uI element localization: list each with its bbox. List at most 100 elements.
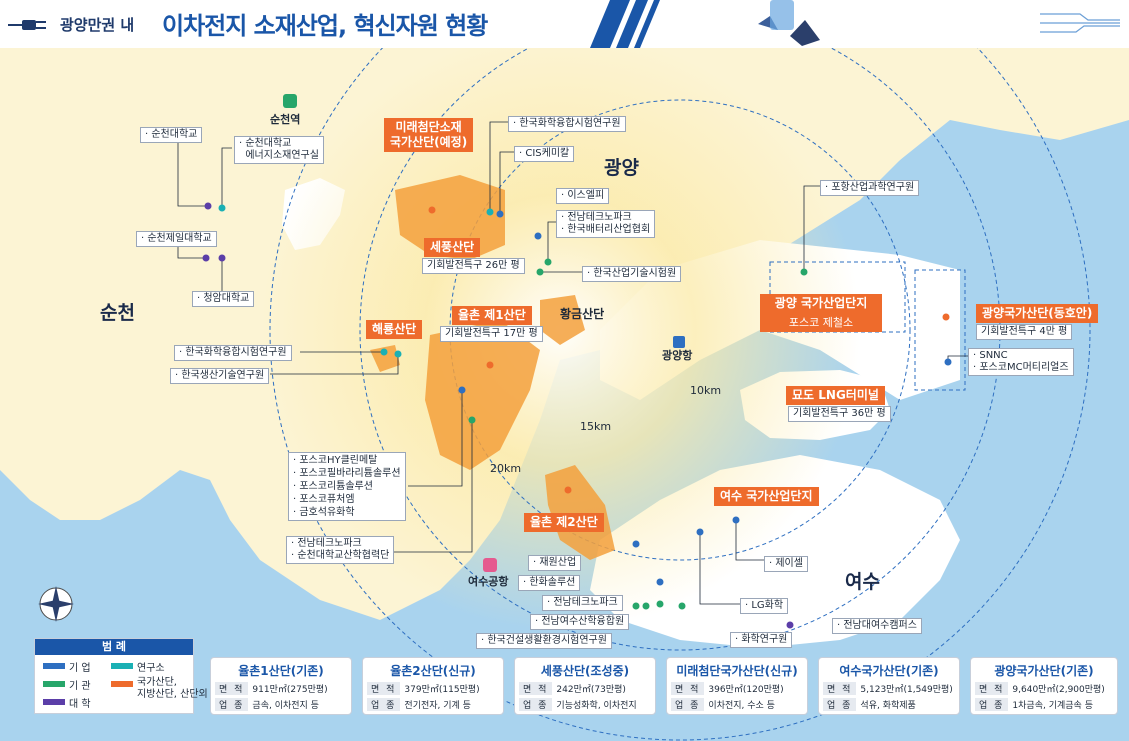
label-dongho-complex: 광양국가산단(동호안) [976, 304, 1099, 323]
marker-research-suncheon [218, 204, 226, 212]
leader-jntp2 [392, 420, 473, 553]
marker-company-lgchem [696, 528, 704, 536]
marker-company-mirae [428, 206, 436, 214]
label-myodo-lng: 묘도 LNG터미널 [786, 386, 885, 405]
legend-swatch-institute [43, 681, 65, 687]
marker-company-yulchon2 [564, 486, 572, 494]
legend-institute: 기 관 [69, 681, 91, 692]
complex-dongho [914, 269, 966, 391]
industry-value: 석유, 화학제품 [860, 701, 916, 711]
area-value: 242만㎡(73만평) [556, 685, 626, 695]
industry-value: 금속, 이차전지 등 [252, 701, 319, 711]
leader-suncheon-univ [177, 134, 208, 207]
area-value: 5,123만㎡(1,549만평) [860, 685, 953, 695]
place-suncheon-station: 순천역 [270, 113, 301, 126]
area-value: 9,640만㎡(2,900만평) [1012, 685, 1105, 695]
train-station-icon [283, 94, 297, 108]
legend-research: 연구소 [137, 663, 165, 674]
leader-lgchem [699, 532, 740, 605]
leader-posco-list [408, 390, 463, 487]
circuit-icon [1040, 13, 1120, 33]
marker-company-posco [458, 386, 466, 394]
leader-rist [803, 185, 820, 270]
marker-company-yulchon1 [486, 361, 494, 369]
leader-kcl-north [489, 121, 508, 212]
label-cheongam: · 청암대학교 [192, 291, 255, 307]
title-prefix: 광양만권 내 [60, 16, 135, 34]
area-value: 911만㎡(275만평) [252, 685, 328, 695]
label-rist: · 포항산업과학연구원 [820, 180, 920, 196]
distance-15km: 15km [580, 420, 612, 433]
marker-company-hanwha [656, 578, 664, 586]
area-label: 면 적 [975, 682, 1009, 695]
marker-company-snnc [944, 358, 952, 366]
label-sepung-complex: 세풍산단 [424, 238, 481, 257]
industry-label: 업 종 [215, 698, 249, 711]
legend-swatch-complex [111, 681, 133, 687]
page-title: 이차전지 소재산업, 혁신자원 현황 [162, 12, 488, 40]
area-label: 면 적 [671, 682, 705, 695]
place-gwangyang-port: 광양항 [662, 349, 693, 362]
legend-university: 대 학 [69, 699, 91, 710]
label-cis: · CIS케미칼 [514, 146, 575, 162]
industry-value: 전기전자, 기계 등 [404, 701, 471, 711]
label-jntp3: · 전남테크노파크 [542, 595, 623, 611]
label-kcl-env: · 한국건설생활환경시험연구원 [476, 633, 612, 649]
marker-univ-jeil [202, 254, 210, 262]
distance-10km: 10km [690, 384, 722, 397]
industry-label: 업 종 [823, 698, 857, 711]
area-value: 379만㎡(115만평) [404, 685, 480, 695]
info-title: 율촌1산단(기존) [238, 664, 324, 678]
label-kcl-north: · 한국화학융합시험연구원 [508, 116, 626, 132]
city-yeosu: 여수 [845, 571, 880, 593]
area-label: 면 적 [823, 682, 857, 695]
city-suncheon: 순천 [100, 302, 135, 324]
city-gwangyang: 광양 [604, 157, 639, 179]
marker-company-dongho [942, 313, 950, 321]
plug-icon [8, 20, 46, 30]
marker-institute-kcl-env [656, 600, 664, 608]
myodo-sub-label: 기회발전특구 36만 평 [788, 406, 891, 422]
complex-yulchon1 [425, 320, 540, 470]
industry-label: 업 종 [975, 698, 1009, 711]
info-title: 여수국가산단(기존) [839, 664, 939, 678]
marker-company-jeiel [732, 516, 740, 524]
marker-institute-jntp3 [632, 602, 640, 610]
label-suncheon-univ: · 순천대학교 [140, 127, 203, 143]
label-hanwha: · 한화솔루션 [518, 575, 581, 591]
industry-label: 업 종 [367, 698, 401, 711]
label-jntp2: · 전남테크노파크 · 순천대학교산학협력단 [286, 536, 395, 564]
info-title: 광양국가산단(기존) [994, 664, 1094, 678]
marker-company-jaewon [632, 540, 640, 548]
marker-univ-suncheon [204, 202, 212, 210]
leader-cis [499, 151, 516, 214]
label-ktl: · 한국산업기술시험원 [582, 266, 682, 282]
gwangyang-national-sub: 포스코 제철소 [760, 313, 882, 332]
legend-title: 범 례 [35, 639, 193, 655]
marker-institute-jn-yeosu [642, 602, 650, 610]
place-yeosu-airport: 여수공항 [468, 575, 509, 588]
label-snnc: · SNNC · 포스코MC머티리얼즈 [968, 348, 1074, 376]
label-chem-inst: · 화학연구원 [730, 632, 793, 648]
marker-institute-ktl [536, 268, 544, 276]
legend-swatch-company [43, 663, 65, 669]
header-bar: 광양만권 내 이차전지 소재산업, 혁신자원 현황 [0, 0, 1129, 48]
label-posco-list: · 포스코HY클린메탈 · 포스코필바라리튬솔루션 · 포스코리튬솔루션 · 포… [288, 452, 406, 521]
marker-institute-chem [678, 602, 686, 610]
anchor-icon [673, 336, 685, 348]
label-sfc: · 이스엘피 [556, 188, 610, 204]
info-title: 세풍산단(조성중) [540, 664, 630, 678]
yulchon1-sub-label: 기회발전특구 17만 평 [440, 326, 543, 342]
industry-value: 이차전지, 수소 등 [708, 701, 775, 711]
label-suncheon-jeil: · 순천제일대학교 [136, 231, 217, 247]
leader-suncheon-lab [221, 147, 232, 208]
label-mirae-complex: 미래첨단소재 국가산단(예정) [384, 118, 474, 152]
marker-univ-jnu [786, 621, 794, 629]
label-jnu-yeosu: · 전남대여수캠퍼스 [832, 618, 922, 634]
marker-univ-cheongam [218, 254, 226, 262]
legend-swatch-research [111, 663, 133, 669]
